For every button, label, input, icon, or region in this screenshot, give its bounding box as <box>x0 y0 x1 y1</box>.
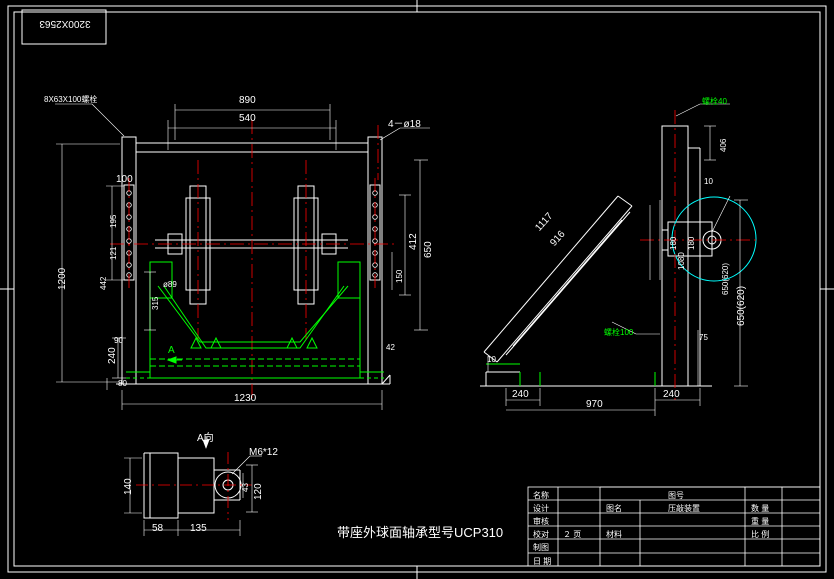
dim-180-b: 180 <box>669 236 678 250</box>
dim-10: 10 <box>704 177 713 186</box>
note-bolt-100: 螺栓100 <box>604 328 634 337</box>
dim-412: 412 <box>408 233 419 250</box>
detail-dim-58: 58 <box>152 523 164 534</box>
tb-design-label: 设计 <box>533 504 549 513</box>
detail-dim-140: 140 <box>123 478 134 495</box>
note-m6x12: M6*12 <box>249 447 278 458</box>
dim-121: 121 <box>109 246 118 260</box>
tb-weight-label: 重 量 <box>751 517 770 526</box>
tb-review-label: 审核 <box>533 517 549 526</box>
dim-890: 890 <box>239 95 256 106</box>
dim-150: 150 <box>395 269 404 283</box>
dim-650-620: 650(620) <box>736 285 747 326</box>
tb-check-label: 校对 <box>533 530 549 539</box>
dim-90: 90 <box>114 336 123 345</box>
dim-80: 80 <box>118 379 127 388</box>
dim-75: 75 <box>699 333 708 342</box>
dim-42: 42 <box>386 343 395 352</box>
dim-d89: ø89 <box>163 280 177 289</box>
dim-240: 240 <box>107 347 118 364</box>
tb-drawing-no-label: 图号 <box>668 491 684 500</box>
dim-650-620-b: 650(620) <box>721 262 730 295</box>
tb-drawing-name-label: 图名 <box>606 504 622 513</box>
sheet-size-label: 3200X2563 <box>39 18 91 29</box>
dim-240-right: 240 <box>663 389 680 400</box>
tb-draw-label: 制图 <box>533 543 549 552</box>
note-4-phi18: 4－ø18 <box>388 119 421 130</box>
tb-date-label: 日 期 <box>533 557 552 566</box>
detail-dim-135: 135 <box>190 523 207 534</box>
detail-dim-120: 120 <box>253 483 264 500</box>
dim-1200: 1200 <box>57 267 68 290</box>
tb-material-label: 材料 <box>606 530 622 539</box>
tb-scale-label: 比 例 <box>751 530 770 539</box>
bearing-model-note: 带座外球面轴承型号UCP310 <box>337 525 504 540</box>
dim-970: 970 <box>586 399 603 410</box>
dim-315: 315 <box>151 296 160 310</box>
section-marker-a: A <box>168 345 175 356</box>
note-bolt-40: 螺栓40 <box>702 97 727 106</box>
dim-540: 540 <box>239 113 256 124</box>
dim-1080: 1080 <box>677 252 686 270</box>
dim-240-left: 240 <box>512 389 529 400</box>
tb-check-value: ２ 页 <box>563 530 582 539</box>
dim-442: 442 <box>99 276 108 290</box>
tb-qty-label: 数 量 <box>751 504 770 513</box>
dim-10-b: 10 <box>487 355 496 364</box>
tb-drawing-name-value: 压敲装置 <box>668 504 700 513</box>
tb-name-label: 名称 <box>533 491 549 500</box>
dim-195: 195 <box>109 214 118 228</box>
dim-650: 650 <box>423 241 434 258</box>
dim-100: 100 <box>116 174 133 185</box>
view-a-arrow-label: A向 <box>197 433 214 444</box>
note-bolt-8x63x100: 8X63X100螺栓 <box>44 95 98 104</box>
dim-406: 406 <box>719 138 728 152</box>
dim-1230: 1230 <box>234 393 257 404</box>
detail-dim-43: 43 <box>241 483 250 492</box>
dim-180: 180 <box>687 236 696 250</box>
